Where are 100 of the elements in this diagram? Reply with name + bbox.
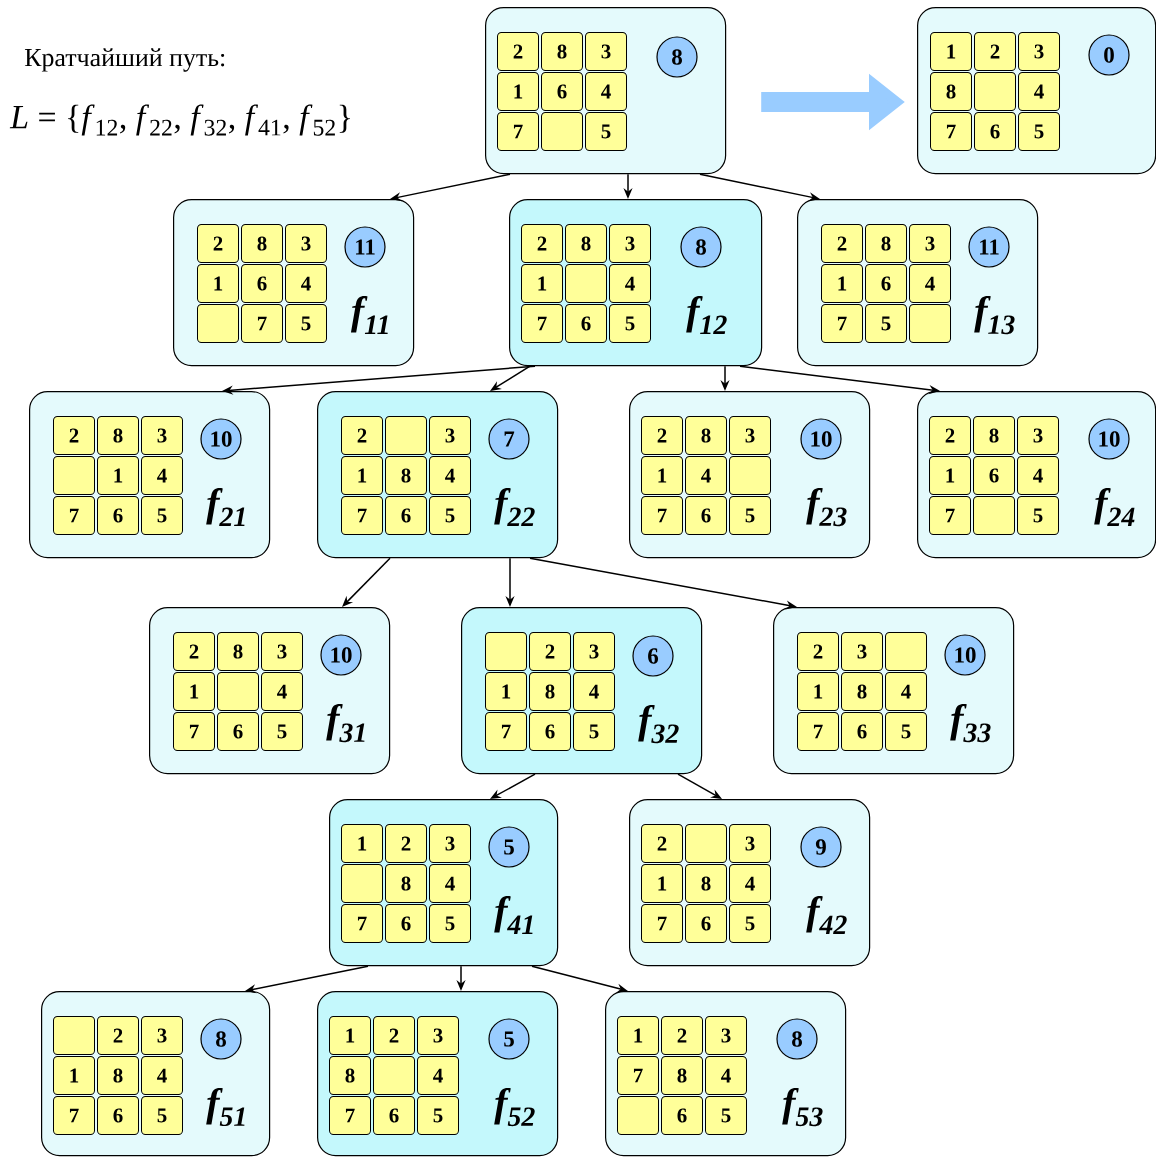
puzzle-tile: 7 — [173, 712, 215, 751]
puzzle-tile: 2 — [373, 1016, 415, 1055]
puzzle-tile: 5 — [1018, 112, 1060, 151]
puzzle-tile: 5 — [729, 496, 771, 535]
puzzle-tile: 7 — [329, 1096, 371, 1135]
puzzle-tile: 8 — [97, 416, 139, 455]
puzzle-tile: 1 — [641, 864, 683, 903]
puzzle-tile: 6 — [373, 1096, 415, 1135]
puzzle-tile — [617, 1096, 659, 1135]
puzzle-tile: 7 — [929, 496, 971, 535]
puzzle-tile: 4 — [885, 672, 927, 711]
puzzle-tile: 5 — [585, 112, 627, 151]
puzzle-tile: 4 — [141, 1056, 183, 1095]
puzzle-tile: 8 — [930, 72, 972, 111]
puzzle-tile — [373, 1056, 415, 1095]
puzzle-tile: 3 — [1018, 32, 1060, 71]
puzzle-tile: 4 — [585, 72, 627, 111]
puzzle-tile: 2 — [97, 1016, 139, 1055]
puzzle-tile: 4 — [685, 456, 727, 495]
puzzle-tile: 4 — [141, 456, 183, 495]
puzzle-tile: 7 — [53, 1096, 95, 1135]
puzzle-tile: 1 — [329, 1016, 371, 1055]
puzzle-tile: 7 — [341, 904, 383, 943]
puzzle-tile: 4 — [609, 264, 651, 303]
puzzle-tile: 2 — [529, 632, 571, 671]
puzzle-tile: 1 — [497, 72, 539, 111]
puzzle-tile: 6 — [97, 1096, 139, 1135]
puzzle-tile: 5 — [141, 496, 183, 535]
puzzle-tile: 6 — [661, 1096, 703, 1135]
puzzle-tile: 3 — [841, 632, 883, 671]
puzzle-tile: 2 — [821, 224, 863, 263]
puzzle-tile: 7 — [485, 712, 527, 751]
puzzle-tile: 4 — [705, 1056, 747, 1095]
puzzle-tile: 3 — [429, 416, 471, 455]
puzzle-tile: 5 — [429, 496, 471, 535]
puzzle-tile: 3 — [141, 1016, 183, 1055]
puzzle-tile: 6 — [973, 456, 1015, 495]
puzzle-tile: 7 — [797, 712, 839, 751]
puzzle-tile — [565, 264, 607, 303]
puzzle-tile: 2 — [385, 824, 427, 863]
puzzle-tile — [53, 1016, 95, 1055]
puzzle-tile: 4 — [285, 264, 327, 303]
puzzle-tile — [197, 304, 239, 343]
puzzle-tile: 5 — [705, 1096, 747, 1135]
puzzle-tile: 1 — [97, 456, 139, 495]
puzzle-tile: 1 — [797, 672, 839, 711]
puzzle-tile: 4 — [729, 864, 771, 903]
puzzle-tile: 5 — [285, 304, 327, 343]
puzzle-tile: 6 — [385, 904, 427, 943]
puzzle-tile: 1 — [485, 672, 527, 711]
puzzle-tile: 7 — [641, 904, 683, 943]
puzzle-tile: 6 — [841, 712, 883, 751]
puzzle-tile: 6 — [97, 496, 139, 535]
puzzle-tile: 8 — [841, 672, 883, 711]
puzzle-tile: 8 — [661, 1056, 703, 1095]
arrow — [342, 557, 391, 607]
puzzle-tile — [341, 864, 383, 903]
puzzle-tile — [729, 456, 771, 495]
arrow — [677, 773, 722, 799]
puzzle-tile — [909, 304, 951, 343]
puzzle-tile: 1 — [617, 1016, 659, 1055]
puzzle-tile: 3 — [261, 632, 303, 671]
puzzle-tile: 1 — [173, 672, 215, 711]
puzzle-tile: 1 — [641, 456, 683, 495]
puzzle-tile: 6 — [217, 712, 259, 751]
puzzle-tile: 3 — [1017, 416, 1059, 455]
puzzle-tile: 8 — [685, 416, 727, 455]
puzzle-tile — [541, 112, 583, 151]
puzzle-tile: 5 — [261, 712, 303, 751]
puzzle-tile: 8 — [865, 224, 907, 263]
puzzle-tile: 5 — [609, 304, 651, 343]
puzzle-tile: 7 — [617, 1056, 659, 1095]
puzzle-tile: 3 — [573, 632, 615, 671]
puzzle-tile: 1 — [53, 1056, 95, 1095]
puzzle-tile: 4 — [909, 264, 951, 303]
puzzle-tile: 8 — [97, 1056, 139, 1095]
puzzle-tile: 6 — [241, 264, 283, 303]
puzzle-tile: 1 — [197, 264, 239, 303]
puzzle-tile: 2 — [53, 416, 95, 455]
puzzle-tile — [973, 496, 1015, 535]
puzzle-tile: 6 — [565, 304, 607, 343]
puzzle-tile: 1 — [341, 456, 383, 495]
puzzle-tile: 5 — [417, 1096, 459, 1135]
puzzle-tile: 1 — [930, 32, 972, 71]
puzzle-tile: 5 — [865, 304, 907, 343]
puzzle-tile: 2 — [341, 416, 383, 455]
puzzle-tile: 7 — [497, 112, 539, 151]
arrow — [490, 365, 531, 391]
puzzle-tile: 2 — [929, 416, 971, 455]
puzzle-tile: 8 — [385, 864, 427, 903]
puzzle-tile: 6 — [685, 496, 727, 535]
puzzle-tile: 8 — [217, 632, 259, 671]
puzzle-tile: 8 — [685, 864, 727, 903]
puzzle-tile — [53, 456, 95, 495]
puzzle-tile: 4 — [261, 672, 303, 711]
puzzle-tile: 5 — [573, 712, 615, 751]
puzzle-tile: 8 — [529, 672, 571, 711]
puzzle-tile: 4 — [429, 864, 471, 903]
puzzle-tile: 2 — [173, 632, 215, 671]
puzzle-tile: 2 — [661, 1016, 703, 1055]
